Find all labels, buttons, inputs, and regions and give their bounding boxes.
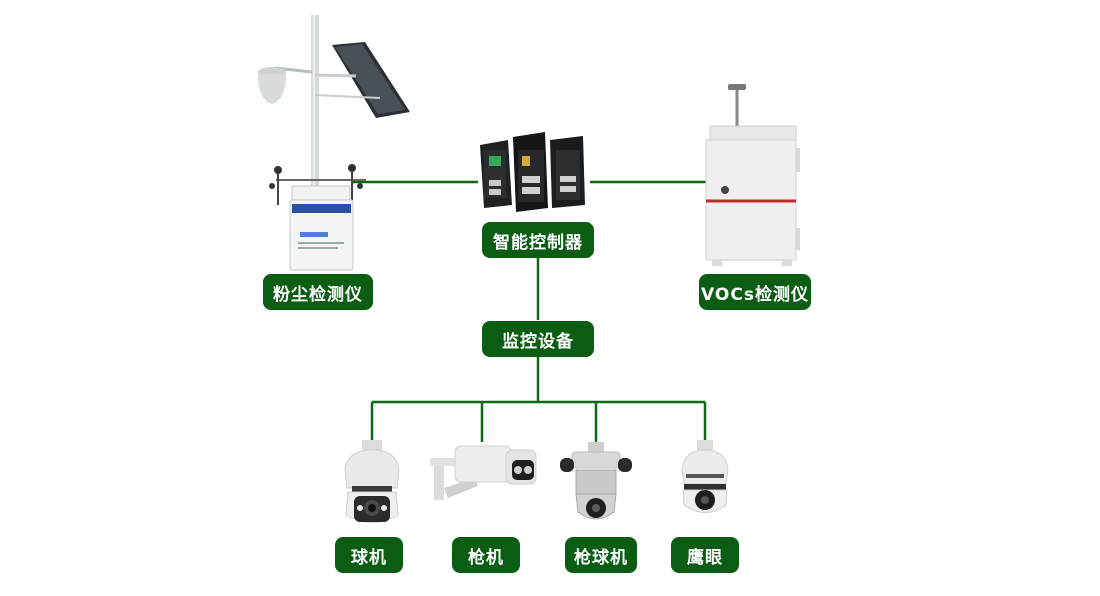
smart-controller-icon (480, 132, 585, 212)
vocs-monitor-label: VOCs检测仪 (699, 274, 811, 310)
dome-camera-label: 球机 (335, 537, 403, 573)
bullet-camera-label: 枪机 (452, 537, 520, 573)
gun-dome-camera-icon (560, 442, 632, 520)
controller-label: 智能控制器 (482, 222, 594, 258)
dust-monitor-label: 粉尘检测仪 (263, 274, 373, 310)
eagle-eye-camera-icon (681, 440, 729, 513)
eagle-eye-camera-label: 鹰眼 (671, 537, 739, 573)
dome-camera-icon (344, 440, 400, 523)
bullet-camera-icon (430, 445, 537, 500)
vocs-monitor-icon (705, 84, 800, 266)
dust-monitor-station-icon (258, 15, 410, 271)
gun-dome-camera-label: 枪球机 (565, 537, 637, 573)
monitoring-equipment-label: 监控设备 (482, 321, 594, 357)
